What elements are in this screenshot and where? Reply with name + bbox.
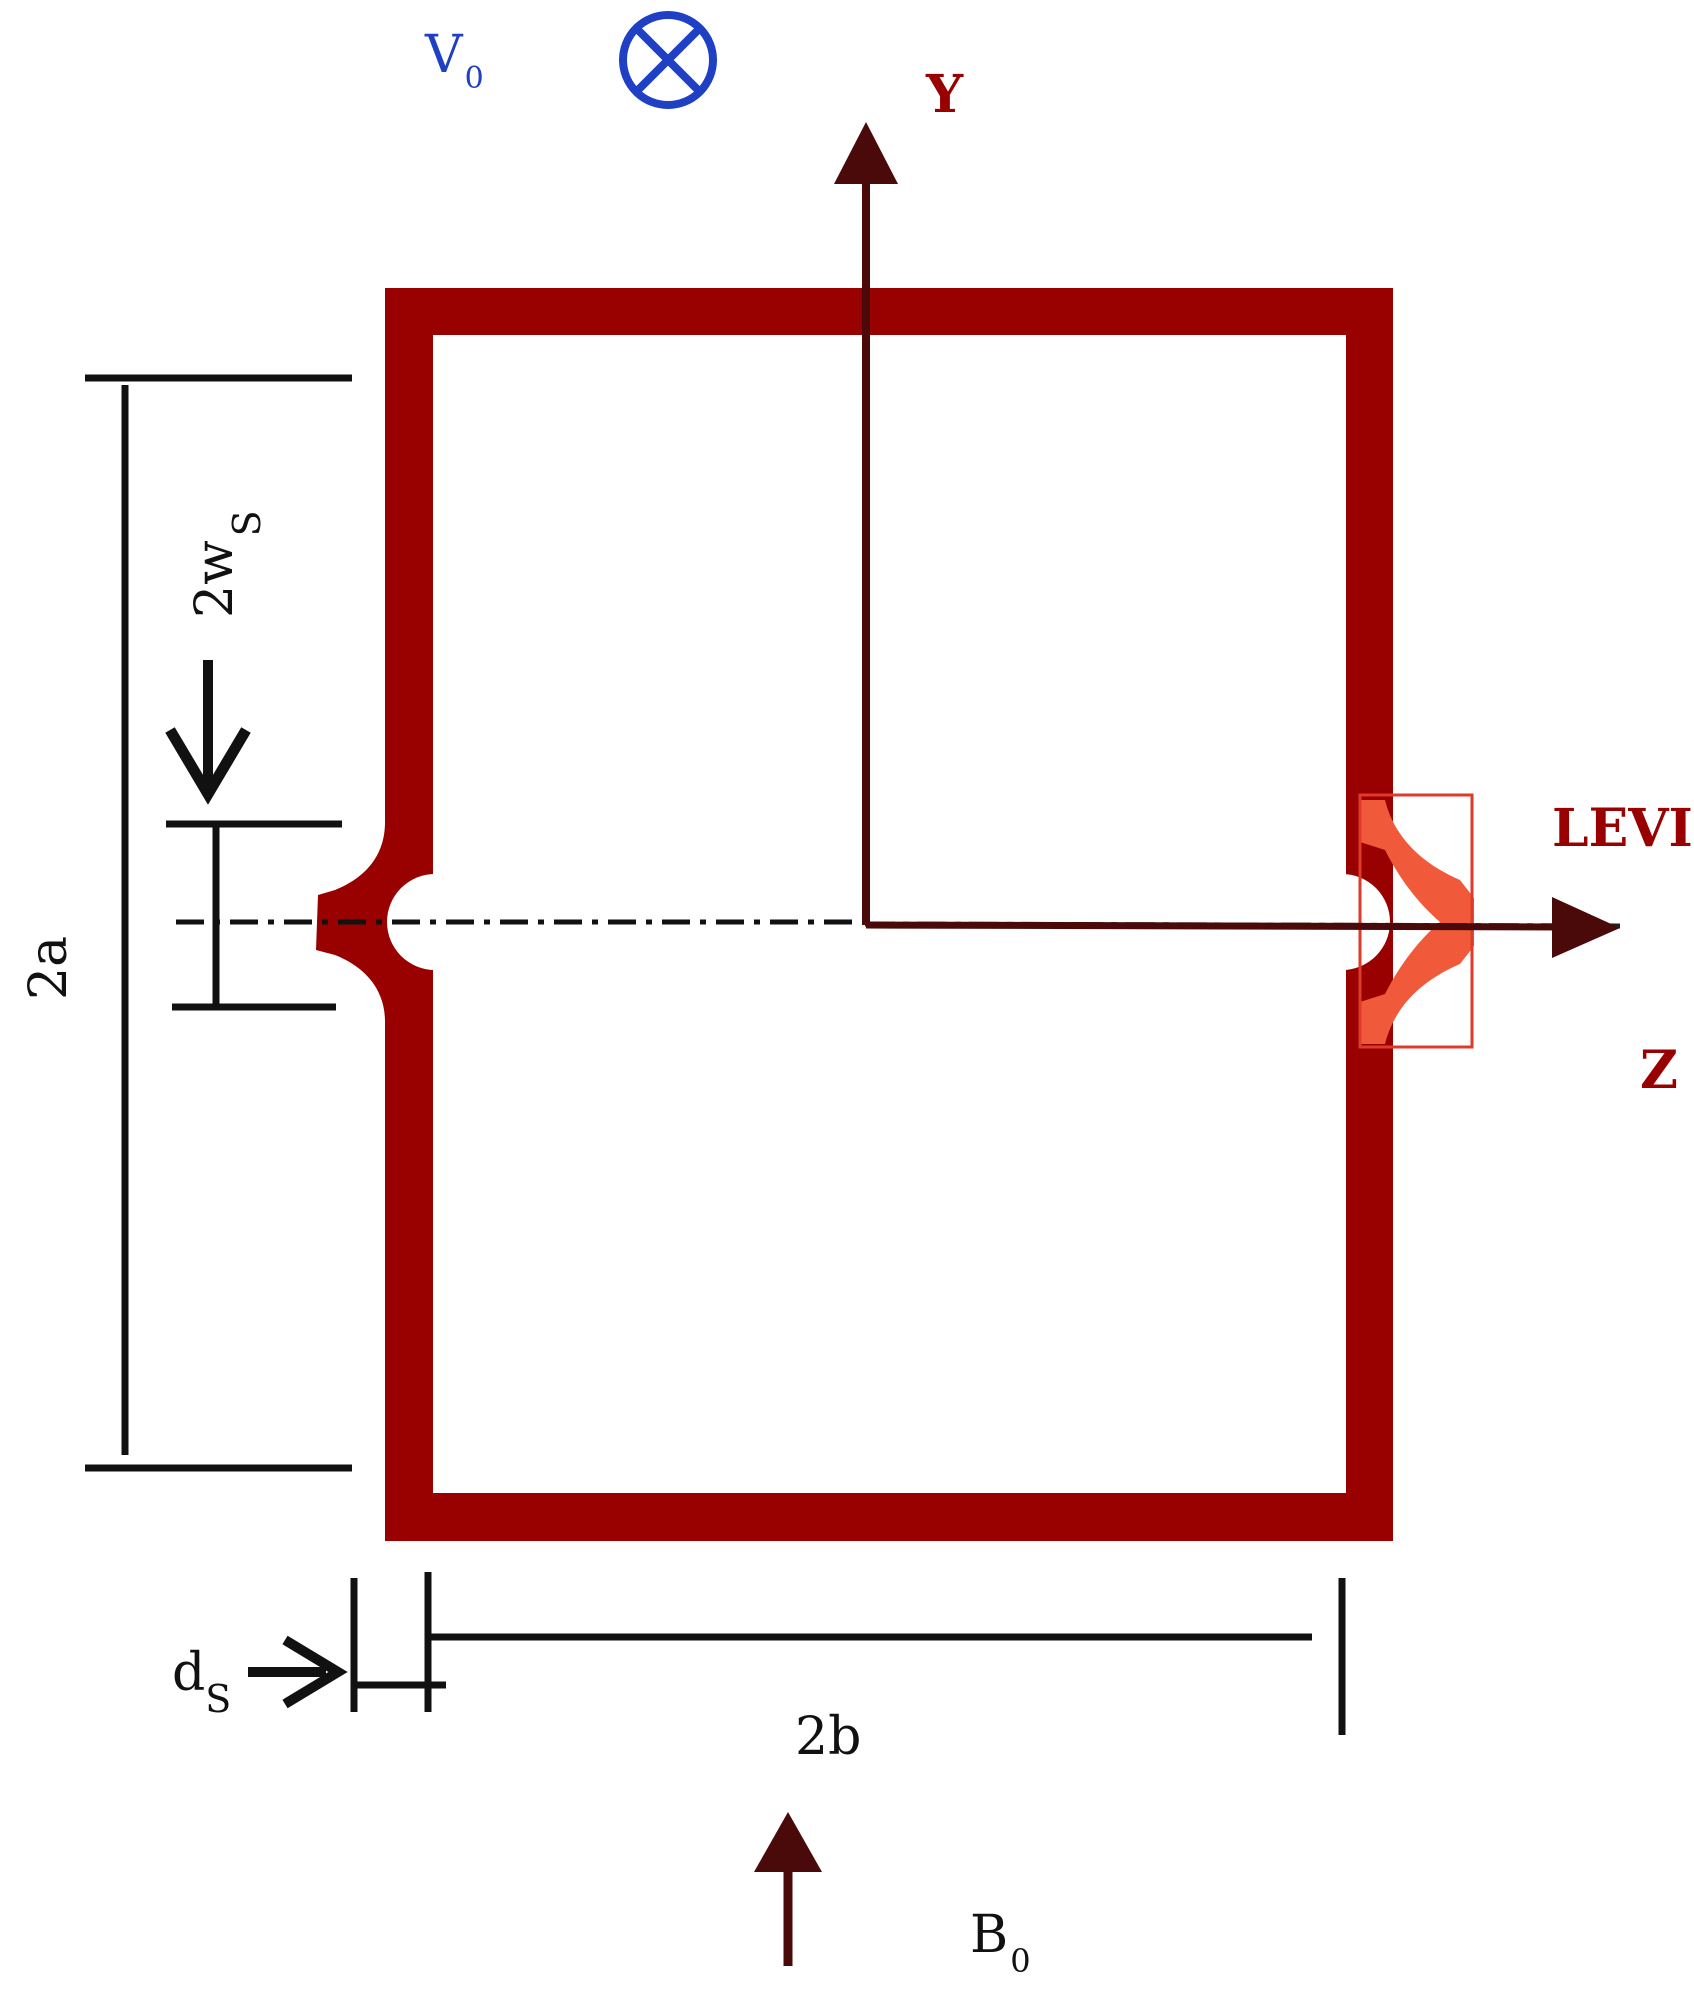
circle-cross-icon [619, 11, 717, 109]
v0-label: V0 [424, 25, 484, 96]
levi-segment-lower [1360, 922, 1474, 1044]
dimension-2ws [166, 820, 342, 1011]
dimension-2a [85, 374, 352, 1472]
left-electrode-tip [318, 910, 342, 934]
z-axis-label: Z [1640, 1040, 1678, 1101]
duct-wall [316, 288, 1393, 1541]
y-axis-label: Y [925, 64, 964, 125]
arrow-right-icon [248, 1635, 348, 1709]
z-axis [865, 897, 1620, 958]
dimension-ds-2b [350, 1572, 1346, 1735]
levi-label: LEVI [1552, 798, 1693, 859]
b0-arrow-icon [754, 1812, 822, 1966]
levi-segment-upper [1360, 800, 1474, 922]
y-axis-arrowhead [834, 122, 898, 184]
levi-box [1358, 793, 1474, 1049]
two-ws-label: 2wS [185, 510, 269, 618]
two-a-label: 2a [19, 936, 79, 1000]
two-b-label: 2b [795, 1707, 861, 1767]
b0-label: B0 [970, 1905, 1031, 1980]
z-axis-arrowhead [1552, 897, 1620, 958]
ds-label: dS [172, 1643, 231, 1721]
arrow-down-icon [165, 660, 251, 805]
y-axis [834, 122, 898, 925]
levi-device [1358, 793, 1474, 1049]
